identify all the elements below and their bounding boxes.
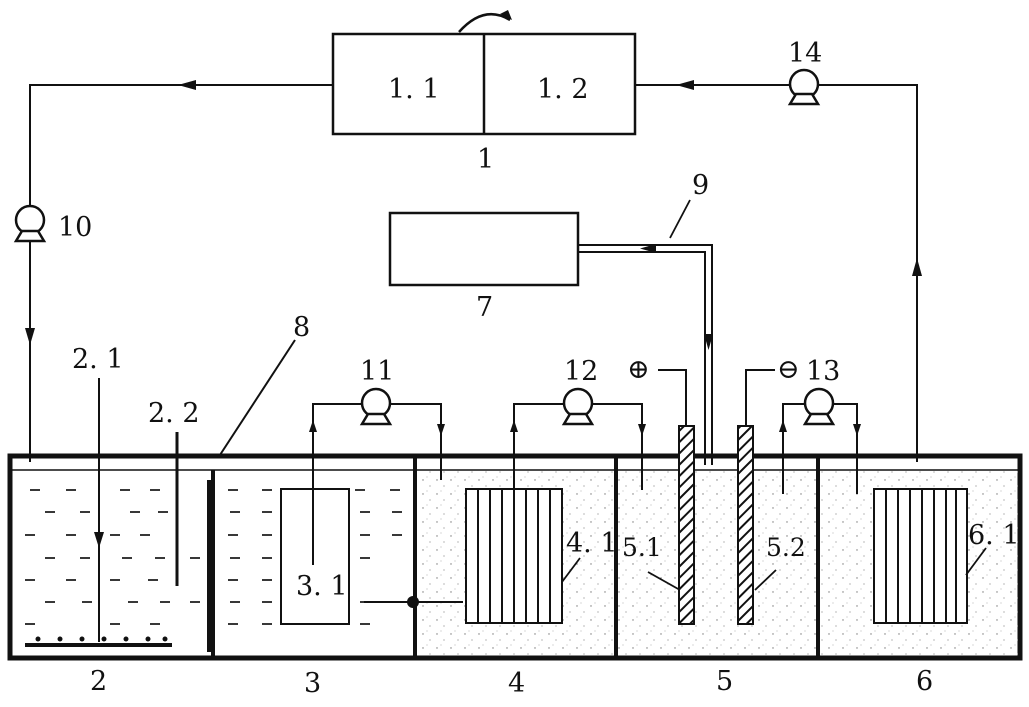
pump-13-icon bbox=[802, 387, 836, 426]
part-4-1-leader bbox=[561, 557, 581, 583]
unit-7: 7 bbox=[388, 211, 580, 323]
tank-2-label: 2 bbox=[90, 666, 107, 697]
part-4-1-label: 4. 1 bbox=[566, 528, 618, 559]
part-3-1-label: 3. 1 bbox=[296, 571, 348, 602]
pipe-9-arrow-down bbox=[704, 334, 713, 350]
part-2-1-arrow bbox=[94, 532, 104, 548]
pipe-9-leader bbox=[669, 199, 691, 239]
pump-12-icon bbox=[561, 387, 595, 426]
tank-5-label: 5 bbox=[716, 666, 733, 697]
pipe-9: 9 bbox=[578, 170, 713, 465]
unit-1-link-arc bbox=[458, 12, 511, 33]
pump-11-icon bbox=[359, 387, 393, 426]
flow-arrow-left bbox=[178, 80, 196, 90]
flow-arrow-left-2 bbox=[676, 80, 694, 90]
pump-14-label: 14 bbox=[788, 38, 822, 69]
part-8-leader bbox=[217, 339, 296, 459]
electrode-5-2-label: 5.2 bbox=[766, 533, 806, 562]
pipe-9-arrow-right bbox=[640, 244, 656, 253]
unit-1-2-label: 1. 2 bbox=[537, 74, 589, 105]
part-8: 8 bbox=[207, 312, 310, 652]
unit-1-1-label: 1. 1 bbox=[388, 74, 440, 105]
electrode-5-2 bbox=[737, 369, 775, 625]
electrode-5-2-leader bbox=[754, 569, 777, 591]
pump-10-icon bbox=[13, 204, 47, 243]
tank-3-label: 3 bbox=[304, 668, 321, 699]
unit-7-box bbox=[388, 211, 580, 287]
part-3-1-module bbox=[280, 488, 350, 625]
unit-1: 1. 1 1. 2 1 bbox=[331, 10, 637, 175]
pump-11-label: 11 bbox=[360, 356, 394, 387]
electrode-5-1-label: 5.1 bbox=[622, 533, 662, 562]
pump-12-label: 12 bbox=[564, 356, 598, 387]
pump-14-icon bbox=[787, 68, 821, 106]
part-2-1-label: 2. 1 bbox=[72, 344, 124, 375]
feed-line bbox=[635, 80, 922, 462]
return-line bbox=[25, 80, 333, 462]
tank-3-water-dashes bbox=[228, 489, 402, 625]
membrane-4-1 bbox=[465, 488, 563, 624]
tank-2-water-dashes bbox=[25, 489, 200, 625]
tank-5-texture bbox=[618, 471, 816, 656]
part-6-1-leader bbox=[965, 547, 987, 576]
flow-arrow-down bbox=[25, 328, 35, 345]
unit-7-label: 7 bbox=[476, 292, 493, 323]
anode-sign-icon: ⊕ bbox=[627, 354, 650, 385]
part-2-2-label: 2. 2 bbox=[148, 398, 200, 429]
tank-train bbox=[7, 453, 1023, 661]
part-8-label: 8 bbox=[293, 312, 310, 343]
pump-13-label: 13 bbox=[806, 356, 840, 387]
valve-3-4 bbox=[407, 596, 419, 608]
unit-1-label: 1 bbox=[477, 144, 494, 175]
tank-3-contents: 3. 1 bbox=[228, 488, 463, 625]
tank-6-label: 6 bbox=[916, 666, 933, 697]
electrode-5-1 bbox=[658, 369, 695, 625]
pipe-9-label: 9 bbox=[692, 170, 709, 201]
electrode-5-1-leader bbox=[647, 571, 681, 591]
membrane-6-1 bbox=[873, 488, 968, 624]
pump-10-label: 10 bbox=[58, 212, 92, 243]
flow-arrow-up bbox=[912, 258, 922, 276]
tank-2-bubbles bbox=[35, 636, 168, 642]
tank-2-contents: 2. 1 2. 2 bbox=[25, 344, 200, 647]
part-6-1-label: 6. 1 bbox=[968, 520, 1020, 551]
unit-1-link-arrow bbox=[500, 10, 512, 20]
tank-4-label: 4 bbox=[508, 668, 525, 699]
cathode-sign-icon: ⊖ bbox=[777, 354, 800, 385]
